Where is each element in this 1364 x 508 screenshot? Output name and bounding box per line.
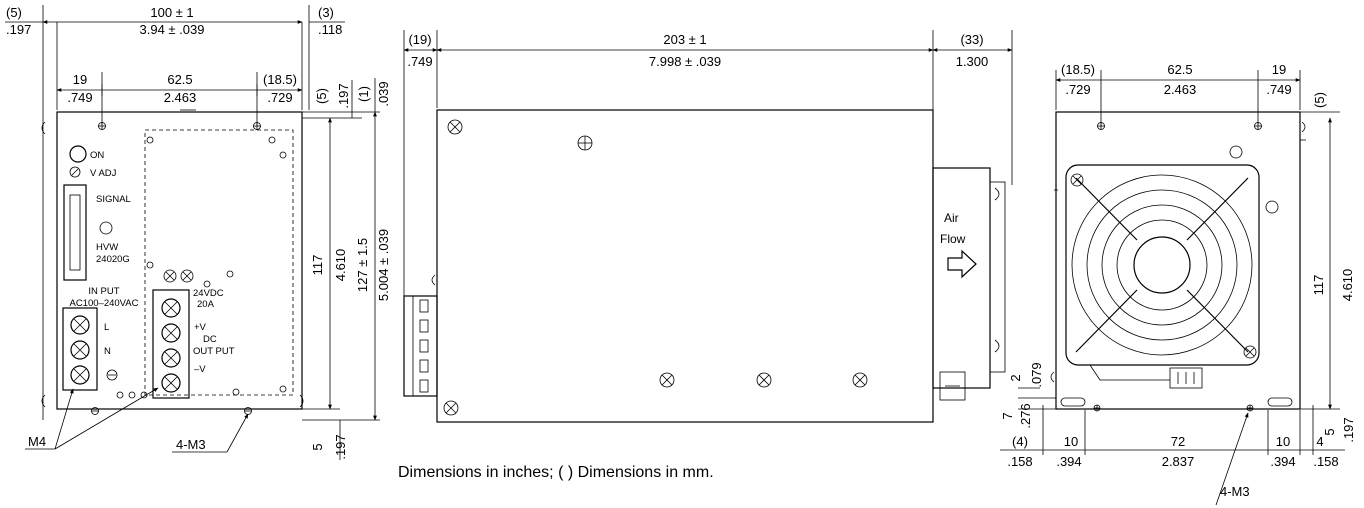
front-label-input2: AC100–240VAC	[69, 298, 138, 309]
front-v-127: 127 ± 1.5	[355, 238, 370, 292]
front-dim-top-in: 3.94 ± .039	[140, 22, 205, 37]
front-dim-b-in: 2.463	[164, 90, 197, 105]
rear-dim-c-mm: 19	[1272, 62, 1286, 77]
rear-v-4610: 4.610	[1340, 269, 1355, 302]
airflow-arrow-icon	[947, 249, 977, 279]
front-v2-in: .039	[376, 81, 391, 106]
front-label-input1: IN PUT	[88, 286, 119, 297]
rear-dim-b-in: 2.463	[1164, 82, 1197, 97]
front-v-117: 117	[310, 255, 325, 276]
rear-b3-mm: 72	[1171, 434, 1185, 449]
side-dim-left-mm: (19)	[408, 32, 431, 47]
side-dim-main-in: 7.998 ± .039	[649, 54, 721, 69]
rear-b5-in: .158	[1313, 454, 1338, 469]
rear-dim-c-in: .749	[1266, 82, 1291, 97]
front-v-bot-mm: 5	[310, 443, 325, 450]
front-dim-c-mm: (18.5)	[263, 72, 297, 87]
rear-b1-in: .158	[1007, 454, 1032, 469]
front-label-vminus: –V	[194, 364, 206, 375]
front-label-output: OUT PUT	[193, 346, 235, 357]
rear-b4-in: .394	[1270, 454, 1295, 469]
front-callout-m4: M4	[28, 434, 46, 449]
front-v-5004: 5.004 ± .039	[376, 229, 391, 301]
front-dim-right-in: .118	[318, 22, 342, 37]
rear-callout-m3: 4-M3	[1220, 484, 1250, 499]
rear-b3-in: 2.837	[1162, 454, 1195, 469]
front-label-signal: SIGNAL	[96, 194, 131, 205]
rear-v-top-mm: (5)	[1312, 92, 1327, 108]
drawing-caption: Dimensions in inches; ( ) Dimensions in …	[398, 464, 714, 481]
front-label-vplus: +V	[194, 322, 207, 333]
front-label-vadj: V ADJ	[90, 168, 117, 179]
side-air-2: Flow	[940, 232, 966, 246]
rear-b2-mm: 10	[1064, 434, 1078, 449]
front-label-l: L	[104, 322, 109, 333]
front-callout-m3: 4-M3	[176, 437, 206, 452]
front-label-model2: 24020G	[96, 254, 130, 265]
front-label-dc: DC	[203, 334, 217, 345]
rear-v7-in: .276	[1018, 403, 1033, 428]
front-dim-b-mm: 62.5	[167, 72, 192, 87]
rear-v5-mm: 5	[1322, 428, 1337, 435]
front-dim-left-in: .197	[6, 22, 31, 37]
side-dim-left-in: .749	[407, 54, 432, 69]
rear-v7-mm: 7	[1000, 412, 1015, 419]
rear-dim-b-mm: 62.5	[1167, 62, 1192, 77]
rear-v-117: 117	[1311, 275, 1326, 296]
rear-b4-mm: 10	[1276, 434, 1290, 449]
front-label-model1: HVW	[96, 242, 118, 253]
side-dim-main-mm: 203 ± 1	[663, 32, 706, 47]
front-v1-in: .197	[336, 83, 351, 108]
rear-v5-in: .197	[1341, 417, 1356, 442]
side-dim-right-mm: (33)	[960, 32, 983, 47]
rear-b1-mm: (4)	[1012, 434, 1028, 449]
rear-v2-mm: 2	[1008, 374, 1023, 381]
rear-dim-a-mm: (18.5)	[1061, 62, 1095, 77]
front-dim-right-mm: (3)	[318, 5, 334, 20]
rear-b5-mm: 4	[1316, 434, 1323, 449]
front-v1-mm: (5)	[314, 88, 329, 104]
front-label-on: ON	[90, 150, 104, 161]
front-dim-top-mm: 100 ± 1	[150, 5, 193, 20]
rear-v2-in: .079	[1029, 362, 1044, 387]
front-v-bot-in: .197	[333, 434, 348, 459]
front-dim-a-mm: 19	[73, 72, 87, 87]
front-label-out2: 20A	[197, 299, 215, 310]
side-dim-right-in: 1.300	[956, 54, 989, 69]
front-v-4610: 4.610	[333, 249, 348, 282]
side-view: (19) .749 203 ± 1 7.998 ± .039 (33) 1.30…	[403, 30, 1013, 423]
rear-dim-a-in: .729	[1065, 82, 1090, 97]
front-dim-c-in: .729	[267, 90, 292, 105]
rear-view: (18.5) .729 62.5 2.463 19 .749 (5)	[1000, 62, 1356, 506]
rear-b2-in: .394	[1056, 454, 1081, 469]
front-label-n: N	[104, 346, 111, 357]
front-label-out1: 24VDC	[193, 288, 224, 299]
front-dim-a-in: .749	[67, 90, 92, 105]
side-air-1: Air	[944, 211, 959, 225]
front-v2-mm: (1)	[356, 86, 371, 102]
front-dim-left-mm: (5)	[6, 5, 22, 20]
front-view: (5) .197 100 ± 1 3.94 ± .039 (3) .118 19…	[5, 5, 391, 460]
